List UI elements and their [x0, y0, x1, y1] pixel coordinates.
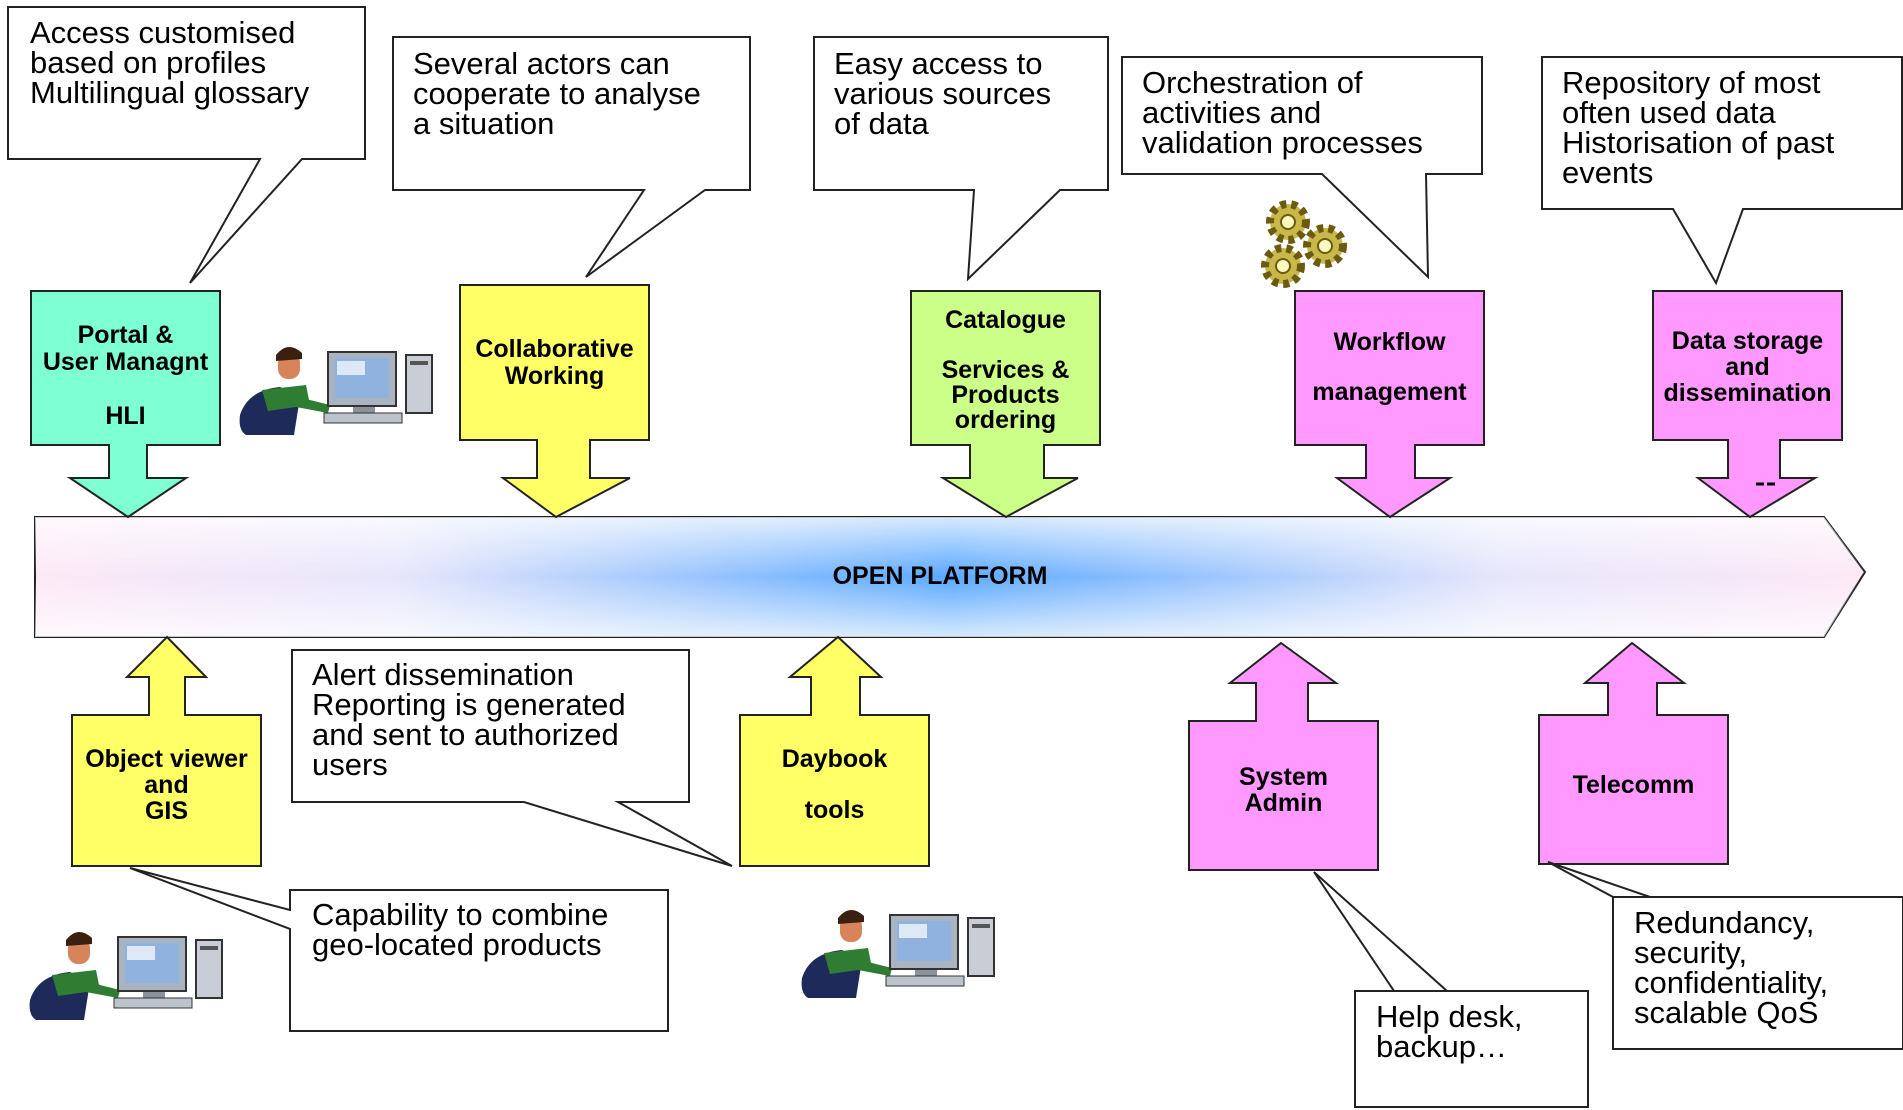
- module-label-portal: Portal & User Managnt HLI: [31, 311, 220, 441]
- callout-line: scalable QoS: [1634, 995, 1819, 1030]
- open-platform-arrow: [34, 516, 1867, 638]
- module-telecomm: [1538, 641, 1729, 865]
- callout-line: Access customised: [30, 15, 296, 50]
- callout-access-customised: [7, 6, 366, 284]
- module-label-line: management: [1312, 377, 1467, 406]
- user-at-computer-icon: [29, 931, 223, 1020]
- callout-line: Help desk,: [1376, 999, 1523, 1034]
- module-label-line: Catalogue: [945, 305, 1066, 334]
- module-collaborative-working: [459, 284, 650, 519]
- callout-text-repository: Repository of most often used data Histo…: [1562, 65, 1835, 190]
- callout-line: Reporting is generated: [312, 687, 626, 722]
- module-label-object-viewer: Object viewer and GIS: [72, 735, 261, 835]
- callout-line: often used data: [1562, 95, 1776, 130]
- module-label-line: Collaborative: [475, 334, 634, 363]
- callout-line: security,: [1634, 935, 1748, 970]
- callout-line: users: [312, 747, 388, 782]
- callout-alert-dissemination: [291, 649, 733, 867]
- module-label-line: Products: [951, 380, 1060, 409]
- callout-line: Orchestration of: [1142, 65, 1363, 100]
- callout-line: Redundancy,: [1634, 905, 1815, 940]
- gears-icon: [1261, 200, 1347, 288]
- callout-line: Easy access to: [834, 46, 1043, 81]
- module-label-data-storage: Data storage and dissemination: [1653, 317, 1842, 417]
- module-label-line: and: [1725, 353, 1770, 381]
- module-label-line: Working: [504, 361, 605, 390]
- callout-line: activities and: [1142, 95, 1322, 130]
- module-label-catalogue: Catalogue Services & Products ordering: [911, 297, 1100, 443]
- module-label-telecomm: Telecomm: [1539, 745, 1728, 825]
- module-data-storage: [1652, 290, 1843, 519]
- callout-line: Repository of most: [1562, 65, 1821, 100]
- module-label-line: Services &: [941, 355, 1070, 384]
- callout-line: cooperate to analyse: [413, 76, 701, 111]
- module-label-line: HLI: [105, 402, 146, 430]
- module-label-line: and: [144, 771, 189, 799]
- callout-line: a situation: [413, 106, 555, 141]
- callout-easy-access: [813, 36, 1109, 282]
- module-label-line: User Managnt: [42, 348, 209, 376]
- module-label-line: Object viewer: [85, 745, 248, 773]
- module-label-collaborative: Collaborative Working: [460, 305, 649, 420]
- callout-line: Alert dissemination: [312, 657, 574, 692]
- callout-text-easy-access: Easy access to various sources of data: [834, 46, 1052, 141]
- callout-line: Capability to combine: [312, 897, 609, 932]
- callout-line: and sent to authorized: [312, 717, 619, 752]
- module-label-line: GIS: [144, 797, 189, 825]
- callout-line: various sources: [834, 76, 1052, 111]
- module-label-line: System: [1239, 762, 1328, 791]
- module-catalogue-services: [910, 290, 1101, 519]
- module-daybook-tools: [739, 635, 930, 867]
- module-label-line: ordering: [954, 405, 1057, 434]
- open-platform-label: OPEN PLATFORM: [832, 562, 1048, 590]
- module-label-line: tools: [804, 796, 865, 824]
- callout-text-redundancy: Redundancy, security, confidentiality, s…: [1634, 905, 1829, 1030]
- module-label-line: Data storage: [1671, 327, 1824, 355]
- callout-line: Historisation of past: [1562, 125, 1835, 160]
- module-label-line: Telecomm: [1572, 770, 1695, 799]
- callout-line: based on profiles: [30, 45, 267, 80]
- module-label-workflow: Workflow management: [1295, 317, 1484, 417]
- callout-text-help-desk: Help desk, backup…: [1376, 999, 1523, 1064]
- module-label-daybook: Daybook tools: [740, 735, 929, 835]
- callout-line: validation processes: [1142, 125, 1423, 160]
- callout-capability-combine: [129, 867, 669, 1032]
- callout-orchestration: [1121, 56, 1483, 280]
- callout-line: of data: [834, 106, 929, 141]
- callout-text-orchestration: Orchestration of activities and validati…: [1142, 65, 1423, 160]
- callout-text-actors: Several actors can cooperate to analyse …: [413, 46, 701, 141]
- module-label-line: dissemination: [1663, 379, 1832, 407]
- callout-text-access: Access customised based on profiles Mult…: [30, 15, 310, 110]
- callout-line: backup…: [1376, 1029, 1507, 1064]
- callout-line: Multilingual glossary: [30, 75, 310, 110]
- module-portal-user-management: [30, 290, 221, 519]
- module-label-system-admin: System Admin: [1189, 752, 1378, 827]
- callout-line: Several actors can: [413, 46, 670, 81]
- callout-redundancy: [1547, 861, 1903, 1050]
- module-label-line: Admin: [1244, 788, 1323, 817]
- callout-repository: [1541, 56, 1903, 286]
- callout-several-actors: [392, 36, 751, 278]
- callout-text-capability: Capability to combine geo-located produc…: [312, 897, 609, 962]
- user-at-computer-icon: [239, 346, 433, 435]
- callout-help-desk: [1313, 871, 1589, 1108]
- callout-line: geo-located products: [312, 927, 602, 962]
- module-label-line: Daybook: [781, 745, 888, 773]
- callout-line: events: [1562, 155, 1654, 190]
- callout-text-alert: Alert dissemination Reporting is generat…: [312, 657, 626, 782]
- user-at-computer-icon: [801, 909, 995, 998]
- module-label-line: Workflow: [1333, 327, 1446, 356]
- module-object-viewer-gis: [71, 635, 262, 867]
- module-system-admin: [1188, 641, 1379, 871]
- module-workflow-management: [1294, 290, 1485, 519]
- module-label-line: Portal &: [77, 321, 174, 349]
- callout-line: confidentiality,: [1634, 965, 1829, 1000]
